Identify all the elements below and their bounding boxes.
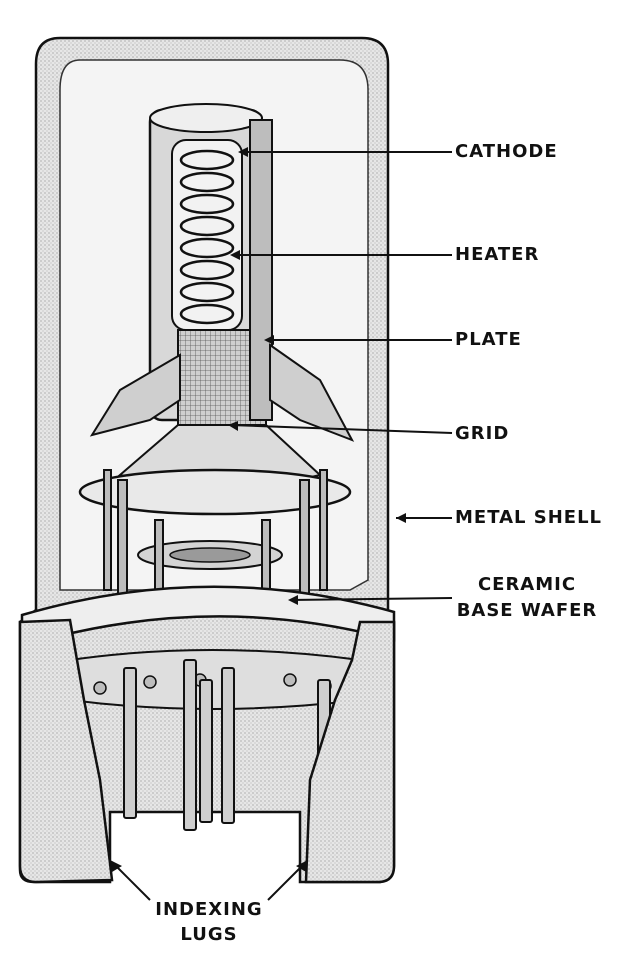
indexing-left-leader <box>111 861 151 901</box>
arrowheads <box>110 147 406 872</box>
left-fin <box>89 353 181 437</box>
plate-label: PLATE <box>455 329 522 350</box>
ceramic-label-line1: CERAMIC <box>477 574 577 595</box>
wafer-underside <box>69 649 361 710</box>
grid-leader <box>229 424 453 434</box>
ceramic-label-line2: BASE WAFER <box>456 600 598 621</box>
inner-ring-hole <box>169 547 251 563</box>
heater-label: HEATER <box>455 244 540 265</box>
indexing-right-leader <box>267 861 307 901</box>
plate-electrode <box>249 119 273 421</box>
right-fin <box>269 343 355 442</box>
indexing-label-line2: LUGS <box>180 924 238 945</box>
cathode-top <box>149 103 263 133</box>
upper-mica-disk <box>78 468 352 516</box>
cathode-label: CATHODE <box>455 141 558 162</box>
grid-label: GRID <box>455 423 510 444</box>
metal-shell-label: METAL SHELL <box>455 507 603 528</box>
leader-lines <box>111 151 453 901</box>
indexing-label-line1: INDEXING <box>155 899 263 920</box>
heater-coil <box>179 149 235 325</box>
right-indexing-lug <box>304 620 396 884</box>
ceramic-leader <box>289 597 453 601</box>
left-indexing-lug <box>18 618 114 884</box>
